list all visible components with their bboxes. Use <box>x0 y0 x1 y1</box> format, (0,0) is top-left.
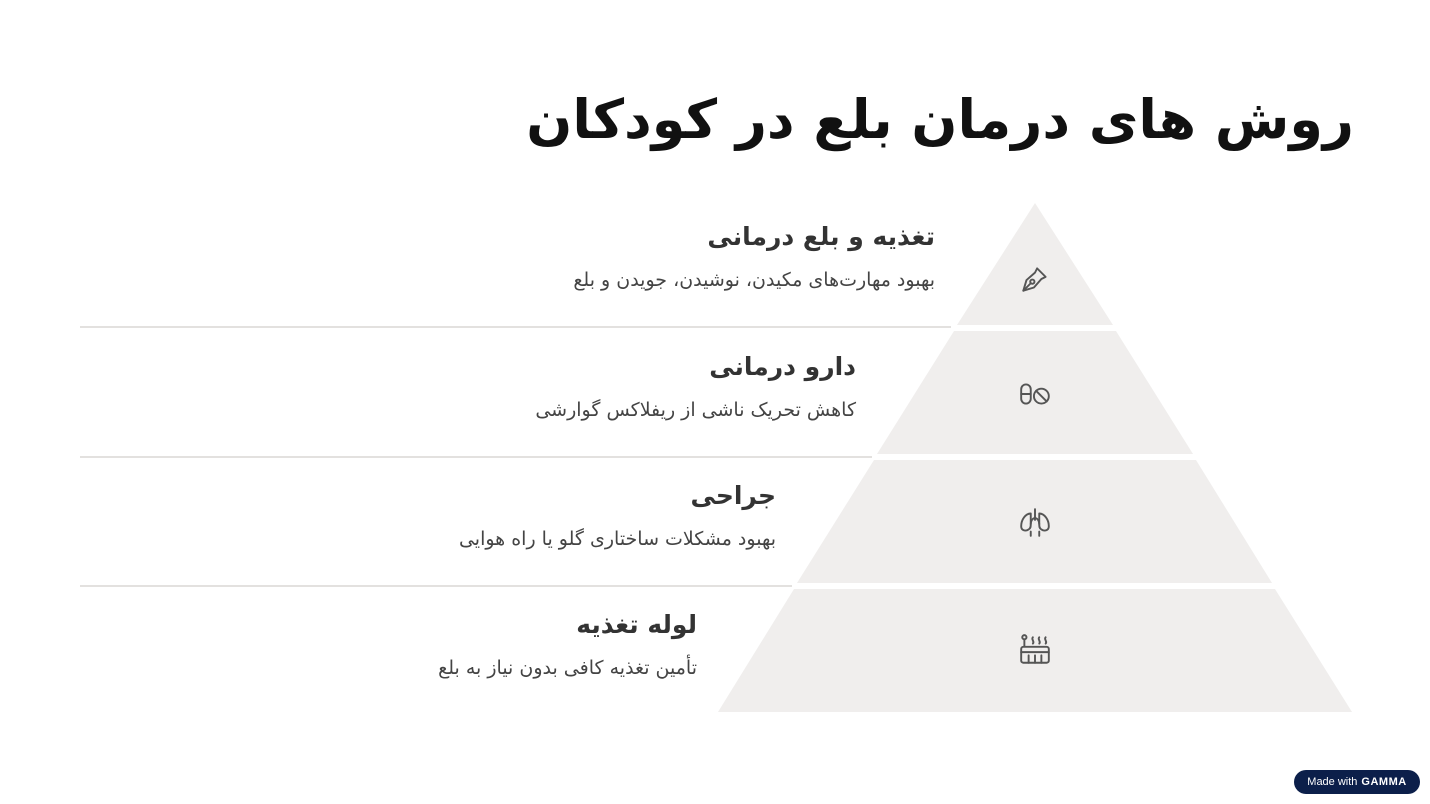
tier-1-divider <box>80 326 951 328</box>
tier-2-heading: دارو درمانی <box>709 352 856 381</box>
pyramid-tier-4 <box>718 589 1352 712</box>
lungs-icon <box>1020 508 1050 537</box>
tier-1-description: بهبود مهارت‌های مکیدن، نوشیدن، جویدن و ب… <box>573 269 935 291</box>
pyramid-tier-3 <box>797 460 1272 583</box>
tier-3-text: جراحی بهبود مشکلات ساختاری گلو یا راه هو… <box>459 481 776 550</box>
tier-4-description: تأمین تغذیه کافی بدون نیاز به بلع <box>438 657 697 679</box>
pen-nib-icon <box>1022 267 1047 292</box>
tier-3-heading: جراحی <box>690 481 776 510</box>
tier-3-description: بهبود مشکلات ساختاری گلو یا راه هوایی <box>458 528 776 550</box>
tier-4-heading: لوله تغذیه <box>576 610 697 639</box>
gamma-logo: GAMMA <box>1361 776 1407 788</box>
tier-2-text: دارو درمانی کاهش تحریک ناشی از ریفلاکس گ… <box>535 352 856 421</box>
tier-1-text: تغذیه و بلع درمانی بهبود مهارت‌های مکیدن… <box>573 222 935 291</box>
pills-icon <box>1020 383 1050 405</box>
tier-2-divider <box>80 456 872 458</box>
badge-prefix: Made with <box>1307 776 1358 788</box>
page-title: روش های درمان بلع در کودکان <box>526 88 1354 151</box>
tier-4-text: لوله تغذیه تأمین تغذیه کافی بدون نیاز به… <box>438 610 697 679</box>
tier-3-divider <box>80 585 792 587</box>
tier-2-description: کاهش تحریک ناشی از ریفلاکس گوارشی <box>535 399 856 421</box>
heater-icon <box>1020 634 1050 664</box>
pyramid-tier-1 <box>957 203 1113 325</box>
made-with-gamma-badge[interactable]: Made with GAMMA <box>1294 770 1420 794</box>
tier-1-heading: تغذیه و بلع درمانی <box>707 222 935 251</box>
